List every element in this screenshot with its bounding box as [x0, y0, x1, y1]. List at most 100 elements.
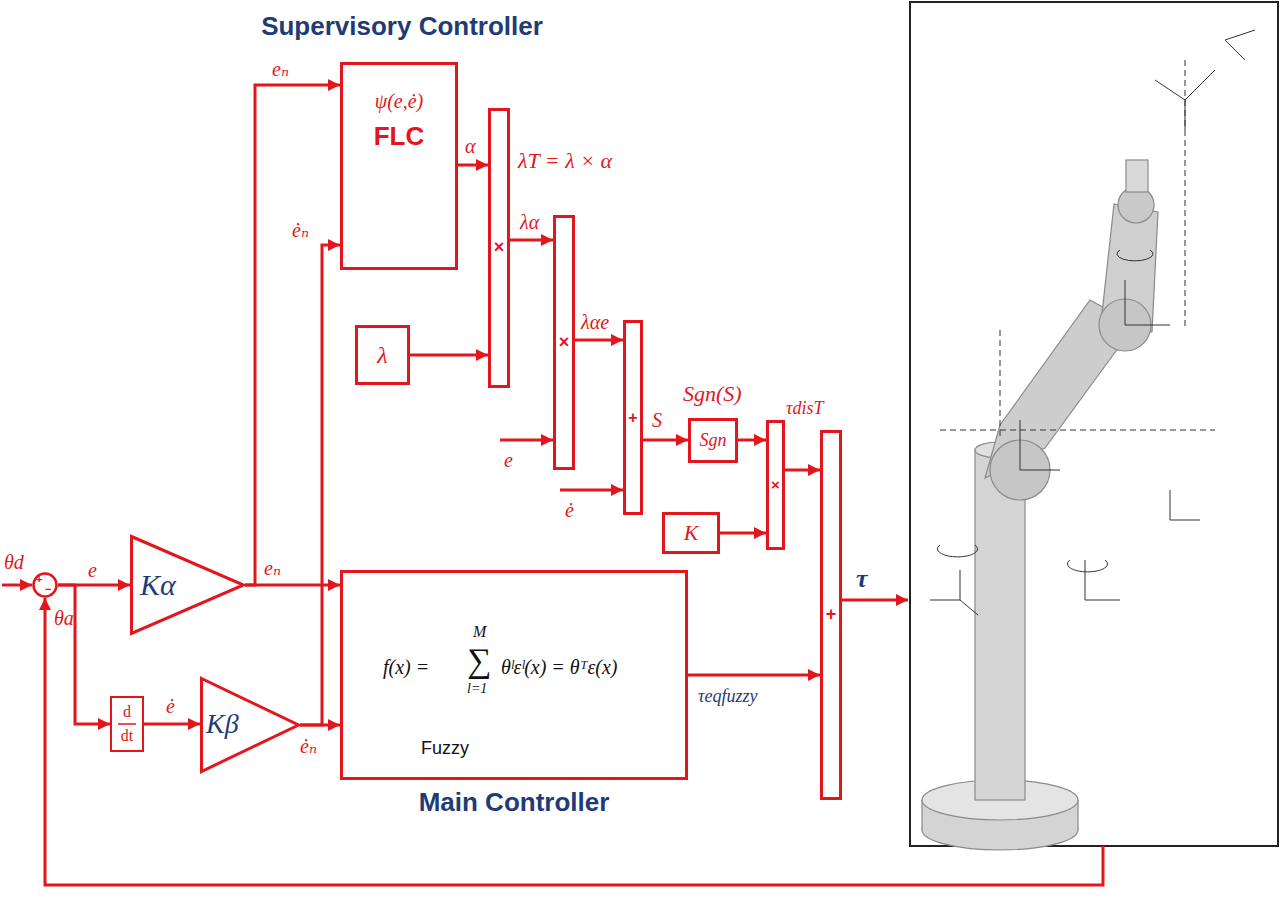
node-label: Kβ [206, 708, 239, 740]
signal-arrow [720, 532, 766, 535]
junction-circle [34, 574, 57, 597]
signal-arrow [300, 245, 340, 725]
axis-line [1125, 280, 1126, 325]
node-label: f(x) = [383, 655, 429, 679]
node-heading: Sgn(S) [683, 381, 742, 407]
signal-label: τeqfuzzy [698, 684, 757, 708]
signal-wires [2, 440, 1103, 885]
gain-triangle: Kα [130, 535, 245, 635]
axis-line [1125, 325, 1170, 326]
signal-label: λα [520, 210, 539, 234]
robot-base [1077, 800, 1078, 830]
node-heading: Supervisory Controller [202, 11, 602, 41]
node-label: + [628, 408, 637, 427]
node-label: × [771, 476, 780, 494]
gain-triangle-outline [202, 679, 299, 772]
node-label: ψ(e,ė) [375, 89, 424, 113]
node-label: + [36, 574, 42, 585]
node-label: + [826, 604, 837, 626]
robot-arm-figure [922, 160, 1158, 850]
summer-block: + [623, 320, 643, 515]
node-label: d dt [117, 700, 137, 748]
signal-arrow [688, 674, 820, 677]
signal-arrow [510, 239, 553, 242]
gain-triangle: Kβ [200, 677, 300, 773]
axis-line [1020, 420, 1021, 470]
multiplier-block: × [553, 215, 575, 470]
reference-line [940, 430, 1215, 431]
gain-block: K [662, 512, 720, 554]
reference-line [1185, 60, 1186, 330]
node-label: θˡεˡ(x) = θᵀε(x) [501, 655, 617, 679]
reference-input-wire [2, 584, 32, 587]
signal-arrow [458, 164, 488, 167]
reference-line [1000, 330, 1001, 440]
summing-junction: +− [32, 572, 58, 598]
axis-line [1185, 100, 1186, 130]
axis-line [960, 570, 961, 600]
signal-arrow [738, 439, 766, 442]
signal-label: S [652, 408, 662, 432]
fraction-bar [118, 723, 136, 725]
robot-base [921, 800, 922, 830]
axis-line [1225, 30, 1255, 40]
signal-arrow [575, 339, 623, 342]
node-label: Fuzzy [421, 737, 469, 759]
axis-line [1085, 560, 1086, 600]
gain-block: λ [355, 325, 410, 385]
node-heading: Main Controller [340, 787, 688, 817]
axis-line [960, 600, 978, 615]
signal-label: e [88, 558, 97, 582]
node-label: M [473, 623, 486, 641]
axis-line [1170, 490, 1171, 520]
signal-arrow [245, 584, 340, 587]
node-label: × [494, 237, 505, 259]
node-label: − [45, 584, 51, 595]
error-rate-wire [560, 489, 623, 492]
rotation-arc [938, 545, 978, 557]
axis-line [1155, 80, 1185, 100]
gain-triangle-outline [132, 537, 244, 634]
node-label: Kα [140, 568, 176, 602]
signal-arrow [410, 354, 488, 357]
fuzzy-main-controller: f(x) =M∑l=1θˡεˡ(x) = θᵀε(x)FuzzyMain Con… [340, 570, 688, 780]
error-input-wire [500, 439, 553, 442]
signal-arrow [785, 469, 820, 472]
feedback-signal-label: θa [54, 606, 74, 630]
plant-frame [910, 2, 1278, 846]
equation-label: λT = λ × α [518, 148, 612, 174]
axis-line [930, 600, 960, 601]
signal-arrow [58, 585, 110, 724]
signal-label: α [465, 134, 476, 158]
node-label: ∑ [467, 643, 491, 679]
output-signal-label: τ [856, 564, 868, 594]
signal-label: τdisT [786, 396, 823, 420]
signal-arrow [144, 723, 200, 726]
axis-line [1085, 600, 1120, 601]
fuzzy-logic-controller: Supervisory Controllerψ(e,ė)FLC [340, 62, 458, 270]
derivative-block: d dt [110, 696, 144, 752]
torque-output-wire [842, 599, 908, 602]
multiplier-block: × [488, 108, 510, 388]
node-label: K [684, 520, 699, 546]
signal-label: eₙ [272, 57, 289, 81]
axis-line [1170, 520, 1200, 521]
node-label: Sgn [700, 430, 727, 452]
axis-line [1020, 470, 1060, 471]
summer-block: + [820, 430, 842, 800]
axis-line [1225, 40, 1245, 60]
signal-label: e [504, 448, 513, 472]
signal-label: ėₙ [292, 218, 309, 242]
rotation-arc [1117, 250, 1153, 261]
signal-label: λαe [581, 310, 609, 334]
signal-arrow [643, 439, 688, 442]
sign-function-block: Sgn(S)Sgn [688, 418, 738, 463]
coordinate-frames [930, 30, 1255, 615]
node-label: × [559, 332, 570, 354]
signal-arrow [300, 724, 340, 727]
signal-label: eₙ [264, 556, 281, 580]
robot-column [975, 450, 1025, 800]
node-label: l=1 [467, 681, 487, 697]
